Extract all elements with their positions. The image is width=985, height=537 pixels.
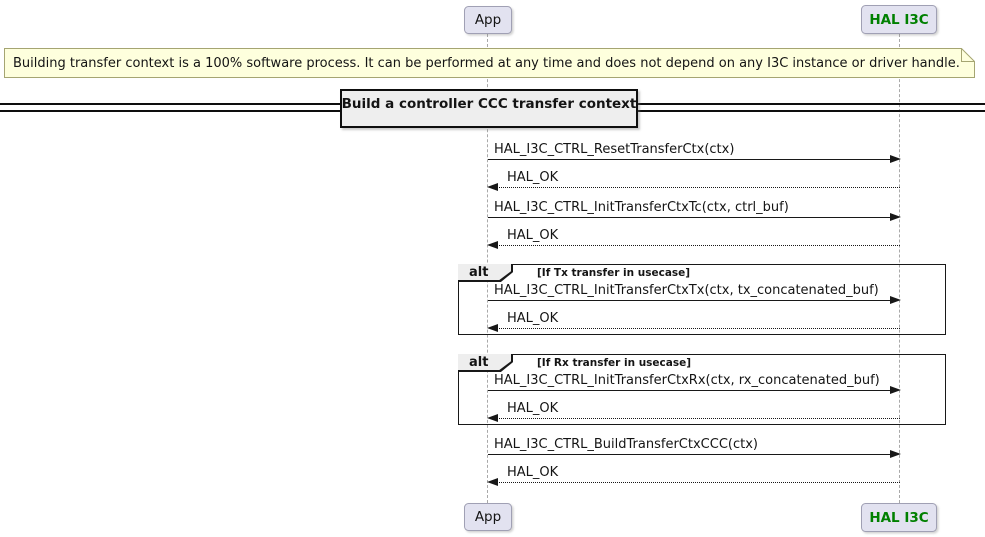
- message-label: HAL_OK: [507, 401, 559, 416]
- alt-condition-tx: [If Tx transfer in usecase]: [537, 267, 691, 279]
- message-label: HAL_OK: [507, 465, 559, 480]
- participant-app-bottom: App: [464, 503, 512, 531]
- alt-condition-rx: [If Rx transfer in usecase]: [537, 357, 692, 369]
- message-label: HAL_I3C_CTRL_InitTransferCtxRx(ctx, rx_c…: [494, 373, 880, 388]
- participant-hal-i3c-bottom: HAL I3C: [861, 503, 937, 532]
- note-shape: [4, 48, 975, 78]
- return-arrow-line: [497, 187, 900, 188]
- arrow-left-icon: [487, 413, 498, 422]
- alt-operator-label: alt: [458, 264, 511, 280]
- alt-frame-tab: alt: [458, 264, 513, 282]
- return-arrow-line: [497, 328, 900, 329]
- alt-frame-tab: alt: [458, 354, 513, 372]
- message-label: HAL_I3C_CTRL_InitTransferCtxTc(ctx, ctrl…: [494, 200, 789, 215]
- return-arrow-line: [497, 418, 900, 419]
- arrow-left-icon: [487, 477, 498, 486]
- return-arrow-line: [497, 245, 900, 246]
- note: Building transfer context is a 100% soft…: [4, 48, 975, 78]
- participant-app-top: App: [464, 6, 512, 34]
- divider-title: Build a controller CCC transfer context: [340, 89, 638, 128]
- alt-frame-rx: alt [If Rx transfer in usecase]: [458, 354, 946, 425]
- alt-operator-label: alt: [458, 354, 511, 370]
- message-label: HAL_I3C_CTRL_BuildTransferCtxCCC(ctx): [494, 437, 758, 452]
- arrow-left-icon: [487, 323, 498, 332]
- note-text: Building transfer context is a 100% soft…: [13, 55, 960, 71]
- call-arrow-line: [488, 300, 891, 301]
- message-label: HAL_OK: [507, 228, 559, 243]
- message-label: HAL_I3C_CTRL_ResetTransferCtx(ctx): [494, 142, 735, 157]
- call-arrow-line: [488, 217, 891, 218]
- call-arrow-line: [488, 390, 891, 391]
- message-label: HAL_I3C_CTRL_InitTransferCtxTx(ctx, tx_c…: [494, 283, 879, 298]
- message-label: HAL_OK: [507, 170, 559, 185]
- arrow-right-icon: [890, 212, 901, 221]
- arrow-left-icon: [487, 182, 498, 191]
- arrow-right-icon: [890, 449, 901, 458]
- arrow-right-icon: [890, 154, 901, 163]
- arrow-left-icon: [487, 240, 498, 249]
- lifeline-hal-i3c: [899, 34, 900, 503]
- participant-hal-i3c-top: HAL I3C: [861, 5, 937, 34]
- arrow-right-icon: [890, 295, 901, 304]
- alt-frame-tx: alt [If Tx transfer in usecase]: [458, 264, 946, 335]
- return-arrow-line: [497, 482, 900, 483]
- message-label: HAL_OK: [507, 311, 559, 326]
- call-arrow-line: [488, 454, 891, 455]
- call-arrow-line: [488, 159, 891, 160]
- arrow-right-icon: [890, 385, 901, 394]
